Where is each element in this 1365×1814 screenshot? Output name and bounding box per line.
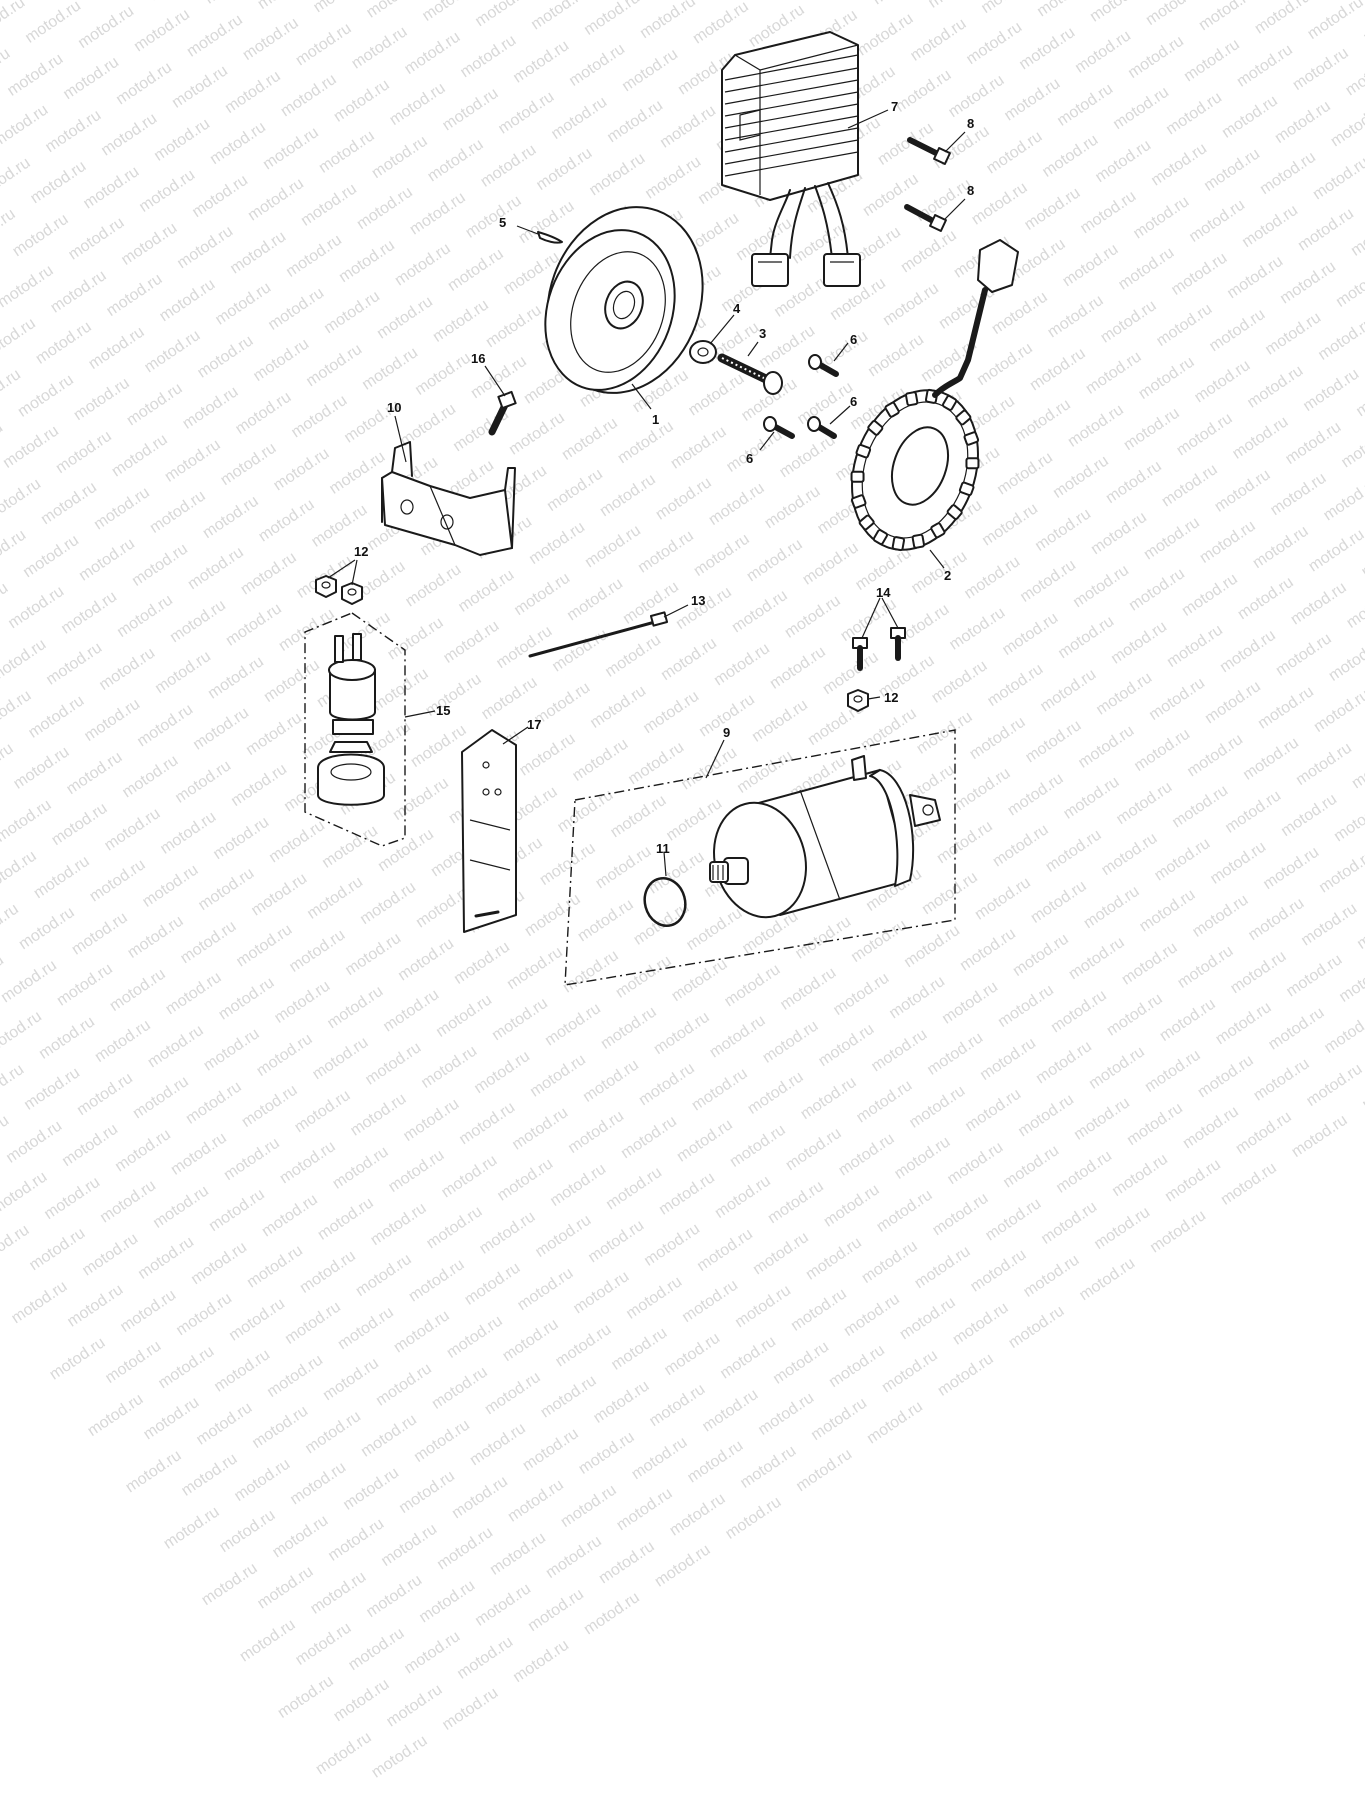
stator — [850, 239, 1019, 552]
stator-coil — [963, 431, 980, 446]
label-10: 10 — [387, 400, 401, 415]
cable-tie — [528, 611, 669, 658]
leader-lines — [327, 109, 966, 877]
label-17: 17 — [527, 717, 541, 732]
starter-bolt-b — [890, 627, 906, 661]
label-16: 16 — [471, 351, 485, 366]
insulator-plate — [461, 729, 517, 933]
woodruff-key — [537, 231, 563, 244]
nut-left-b — [341, 582, 363, 605]
stator-coil — [850, 494, 867, 509]
stator-coil — [965, 457, 980, 470]
label-13: 13 — [691, 593, 705, 608]
o-ring — [643, 876, 687, 928]
flywheel-bolt — [717, 353, 783, 395]
label-5: 5 — [499, 215, 506, 230]
label-12a: 12 — [354, 544, 368, 559]
label-4: 4 — [733, 301, 741, 316]
label-8b: 8 — [967, 183, 974, 198]
regulator-bolt-lower — [904, 204, 947, 232]
voltage-regulator — [721, 31, 861, 287]
washer — [689, 340, 717, 364]
stator-screw-upper — [808, 354, 839, 377]
bracket-bolt — [488, 390, 517, 436]
label-2: 2 — [944, 568, 951, 583]
label-6a: 6 — [850, 332, 857, 347]
stator-coil — [941, 394, 958, 411]
stator-coil — [891, 536, 906, 552]
stator-coil — [958, 481, 975, 496]
starter-relay-assembly — [304, 612, 406, 847]
stator-coil — [872, 529, 889, 546]
stator-screw-lower — [763, 416, 795, 439]
stator-coil — [867, 420, 884, 436]
stator-coil — [858, 514, 875, 531]
stator-coil — [930, 522, 946, 539]
exploded-parts-diagram: 1 2 3 4 5 6 6 6 7 8 8 9 10 11 12 12 13 1… — [304, 31, 1019, 986]
regulator-bolt-upper — [907, 137, 951, 165]
mounting-bracket — [381, 441, 516, 556]
stator-coil — [946, 504, 963, 520]
label-9: 9 — [723, 725, 730, 740]
label-8a: 8 — [967, 116, 974, 131]
label-6b: 6 — [850, 394, 857, 409]
label-1: 1 — [652, 412, 659, 427]
stator-coil — [905, 391, 919, 407]
stator-screw-middle — [807, 416, 837, 439]
callout-labels: 1 2 3 4 5 6 6 6 7 8 8 9 10 11 12 12 13 1… — [354, 99, 974, 856]
label-12b: 12 — [884, 690, 898, 705]
stator-coil — [911, 533, 925, 549]
stator-coil — [850, 470, 865, 483]
stator-coil — [855, 444, 872, 459]
label-6c: 6 — [746, 451, 753, 466]
starter-bolt-a — [852, 637, 868, 671]
label-11: 11 — [656, 841, 670, 856]
starter-motor-assembly — [564, 729, 956, 986]
label-14: 14 — [876, 585, 891, 600]
stator-coil — [955, 409, 972, 426]
nut-right — [847, 689, 869, 712]
stator-coil — [884, 401, 900, 418]
label-15: 15 — [436, 703, 450, 718]
label-7: 7 — [891, 99, 898, 114]
flywheel-rotor — [544, 206, 704, 394]
nut-left-a — [315, 575, 337, 598]
label-3: 3 — [759, 326, 766, 341]
